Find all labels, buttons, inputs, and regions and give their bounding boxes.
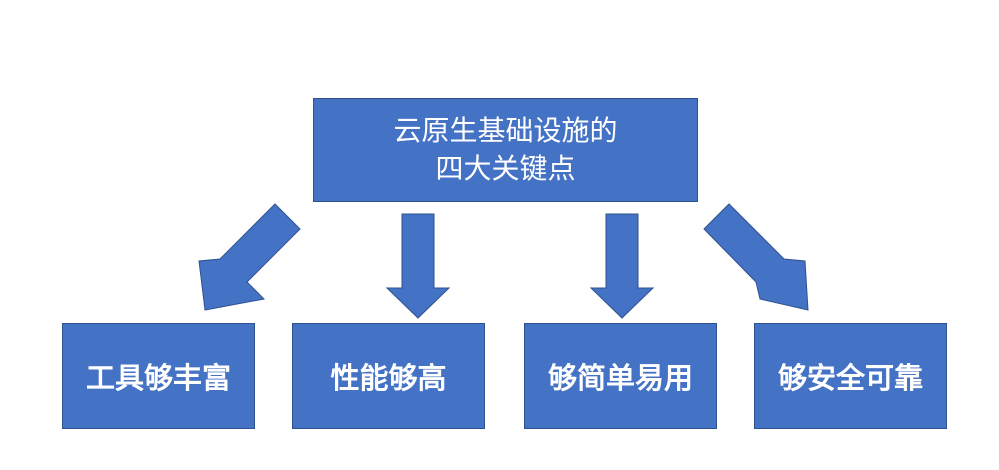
root-node-line-1: 云原生基础设施的 — [393, 114, 618, 147]
child-node-simplicity: 够简单易用 — [524, 323, 717, 429]
root-node: 云原生基础设施的 四大关键点 — [313, 98, 698, 202]
arrow-down-1 — [385, 213, 451, 319]
child-node-label: 够简单易用 — [547, 361, 693, 395]
root-node-line-2: 四大关键点 — [435, 152, 576, 185]
child-node-performance: 性能够高 — [292, 323, 485, 429]
arrow-down-2 — [589, 213, 655, 319]
child-node-tools: 工具够丰富 — [62, 323, 255, 429]
child-node-label: 够安全可靠 — [777, 361, 923, 395]
child-node-security: 够安全可靠 — [754, 323, 947, 429]
child-node-label: 性能够高 — [330, 361, 447, 395]
arrow-down-right — [703, 203, 809, 311]
child-node-label: 工具够丰富 — [85, 361, 231, 395]
arrow-down-left — [198, 203, 301, 311]
